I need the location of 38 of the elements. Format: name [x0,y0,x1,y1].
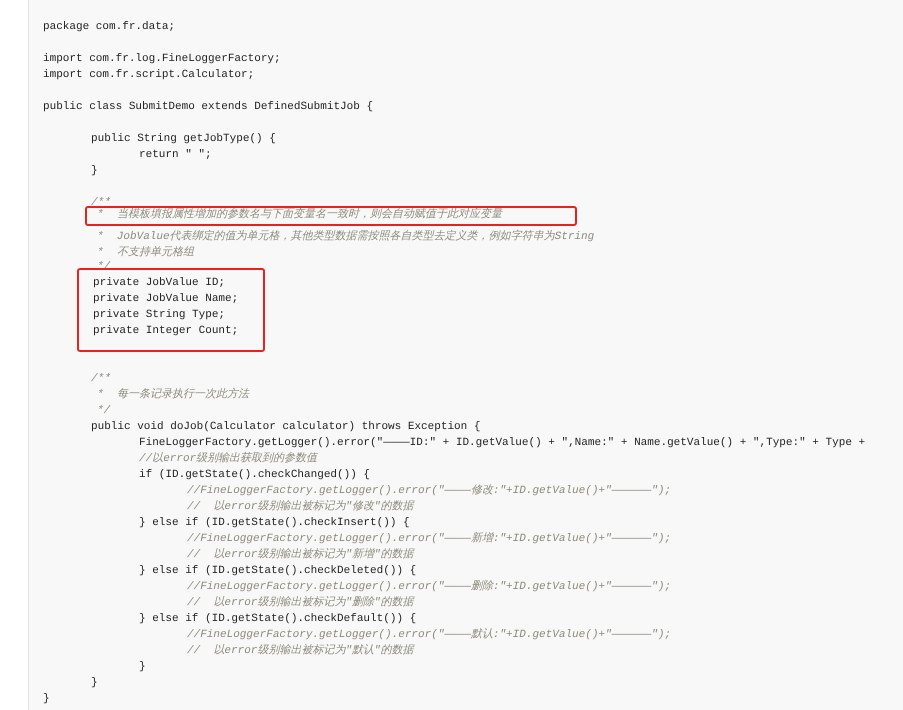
code-line: } [43,692,50,706]
code-comment: //FineLoggerFactory.getLogger().error("————新增:"+ID.getValue()+"——————"); [187,532,672,546]
code-comment: //FineLoggerFactory.getLogger().error("————修改:"+ID.getValue()+"——————"); [187,484,672,498]
code-line: package com.fr.data; [43,20,176,34]
code-line: return " "; [139,148,212,162]
code-comment: */ [97,404,110,418]
code-line: private String Type; [93,308,226,322]
code-line: } [91,164,98,178]
code-line: public String getJobType() { [91,132,276,146]
code-line: } else if (ID.getState().checkInsert()) { [139,516,410,530]
code-line: } else if (ID.getState().checkDeleted()) { [139,564,416,578]
code-line: if (ID.getState().checkChanged()) { [139,468,370,482]
highlight-box [85,206,577,226]
code-comment: // 以error级别输出被标记为"新增"的数据 [187,548,414,562]
code-comment: // 以error级别输出被标记为"修改"的数据 [187,500,414,514]
code-comment: //FineLoggerFactory.getLogger().error("————删除:"+ID.getValue()+"——————"); [187,580,672,594]
code-comment: * 当模板填报属性增加的参数名与下面变量名一致时，则会自动赋值于此对应变量 [97,208,502,222]
code-line: } else if (ID.getState().checkDefault()) { [139,612,416,626]
code-comment: * 不支持单元格组 [97,246,194,260]
code-line: FineLoggerFactory.getLogger().error("————ID:" + ID.getValue() + ",Name:" + Name.getValue() + ",Type:" + Type + [139,436,866,450]
code-line: import com.fr.script.Calculator; [43,68,254,82]
code-comment: // 以error级别输出被标记为"删除"的数据 [187,596,414,610]
code-comment: // 以error级别输出被标记为"默认"的数据 [187,644,414,658]
code-line: } [91,676,98,690]
code-comment: //FineLoggerFactory.getLogger().error("————默认:"+ID.getValue()+"——————"); [187,628,672,642]
code-line: public void doJob(Calculator calculator) throws Exception { [91,420,480,434]
code-comment: //以error级别输出获取到的参数值 [139,452,318,466]
code-line: private Integer Count; [93,324,238,338]
code-line: import com.fr.log.FineLoggerFactory; [43,52,281,66]
code-line: private JobValue ID; [93,276,226,290]
code-comment: /** [91,196,111,209]
code-comment: * JobValue代表绑定的值为单元格，其他类型数据需按照各自类型去定义类，例如字符串为String [97,230,594,244]
highlight-box [77,268,265,352]
code-line: private JobValue Name; [93,292,238,306]
code-comment: * 每一条记录执行一次此方法 [97,388,249,402]
code-line: public class SubmitDemo extends DefinedSubmitJob { [43,100,374,114]
code-line: } [139,660,146,674]
code-comment: /** [91,372,111,386]
